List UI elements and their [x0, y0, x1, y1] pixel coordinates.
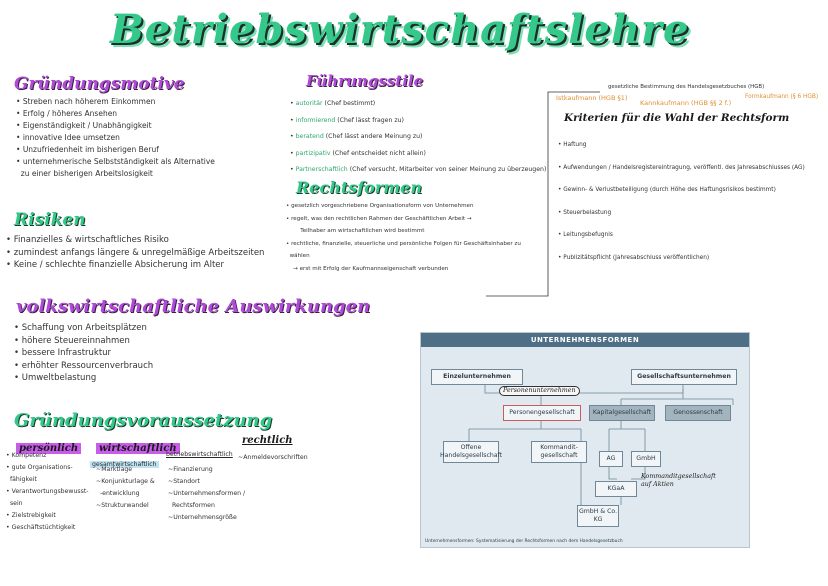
list-item: • Finanzielles & wirtschaftliches Risiko — [6, 235, 169, 245]
gesamtwirtschaftlich-list: ~Marktlage ~Konjunkturlage & -entwicklun… — [96, 464, 155, 512]
list-item: • innovative Idee umsetzen — [16, 133, 120, 142]
fuehrungsstile-list: • autoritär (Chef bestimmt) • informiere… — [290, 96, 546, 179]
risiken-list: • Finanzielles & wirtschaftliches Risiko… — [6, 234, 264, 272]
formkaufmann-label: Formkaufmann (§ 6 HGB) — [745, 94, 819, 100]
betriebswirtschaftlich-list: ~Finanzierung ~Standort ~Unternehmensfor… — [168, 464, 245, 524]
list-item: • Umweltbelastung — [14, 373, 97, 383]
list-item: → erst mit Erfolg der Kaufmannseigenscha… — [286, 265, 449, 272]
list-item: ~Anmeldevorschriften — [238, 454, 308, 461]
list-item: • erhöhter Ressourcenverbrauch — [14, 360, 154, 371]
list-item: Teilhaber am wirtschaftlichen wird besti… — [300, 228, 425, 234]
box-gmbh-co-kg: GmbH & Co. KG — [577, 505, 619, 527]
tag-betriebswirtschaftlich: betriebswirtschaftlich — [166, 451, 233, 458]
kannkaufmann-label: Kannkaufmann (HGB §§ 2 f.) — [640, 99, 732, 107]
list-item: • regelt, was den rechtlichen Rahmen der… — [286, 215, 472, 222]
personenunternehmen-note: Personenunternehmen — [499, 386, 580, 396]
list-item: • partizipativ (Chef entscheidet nicht a… — [290, 149, 426, 157]
kgaa-handwritten-note: Kommanditgesellschaft auf Aktien — [641, 473, 716, 488]
list-item: • Leitungsbefugnis — [558, 232, 613, 238]
gruendungsmotive-list: • Streben nach höherem Einkommen • Erfol… — [16, 96, 215, 180]
list-item: • Verantwortungsbewusst- — [6, 488, 89, 495]
box-kapitalgesellschaft: Kapitalgesellschaft — [589, 405, 655, 421]
list-item: ~Unternehmensgröße — [168, 514, 237, 521]
diagram-title: UNTERNEHMENSFORMEN — [421, 333, 749, 347]
box-gmbh: GmbH — [631, 451, 661, 467]
list-item: • rechtliche, finanzielle, steuerliche u… — [286, 240, 521, 247]
box-kg: Kommandit-gesellschaft — [531, 441, 587, 463]
label-wirtschaftlich: wirtschaftlich — [96, 436, 180, 455]
label-persoenlich: persönlich — [16, 436, 82, 455]
kriterien-list: • Haftung • Aufwendungen / Handelsregist… — [558, 134, 805, 269]
box-ohg: Offene Handelsgesellschaft — [440, 441, 502, 463]
box-ag: AG — [599, 451, 623, 467]
list-item: • Erfolg / höheres Ansehen — [16, 109, 118, 118]
heading-fuehrungsstile: Führungsstile — [306, 72, 424, 90]
list-item: • Geschäftstüchtigkeit — [6, 524, 76, 531]
heading-risiken: Risiken — [14, 210, 86, 230]
heading-auswirkungen: volkswirtschaftliche Auswirkungen — [16, 296, 371, 317]
list-item: • Haftung — [558, 142, 587, 148]
label-rechtlich: rechtlich — [242, 435, 293, 446]
list-item: • Partnerschaftlich (Chef versucht, Mita… — [290, 166, 547, 173]
hgb-note: gesetzliche Bestimmung des Handelsgesetz… — [608, 84, 765, 90]
list-item: wählen — [289, 253, 310, 259]
list-item: • gesetzlich vorgeschriebene Organisatio… — [286, 203, 474, 209]
heading-rechtsformen: Rechtsformen — [296, 178, 422, 197]
list-item: • Gewinn- & Verlustbeteiligung (durch Hö… — [558, 187, 776, 193]
box-einzelunternehmen: Einzelunternehmen — [431, 369, 523, 385]
list-item: sein — [9, 500, 23, 507]
list-item: • Schaffung von Arbeitsplätzen — [14, 323, 147, 333]
list-item: zu einer bisherigen Arbeitslosigkeit — [20, 169, 153, 178]
tag-gesamtwirtschaftlich: gesamtwirtschaftlich — [90, 461, 159, 468]
list-item: ~Standort — [168, 478, 200, 485]
list-item: • Publizitätspflicht (Jahresabschluss ve… — [558, 254, 710, 261]
list-item: ~Strukturwandel — [96, 502, 149, 509]
list-item: • Zielstrebigkeit — [6, 512, 56, 519]
list-item: • Kompetenz — [6, 452, 47, 459]
list-item: • zumindest anfangs längere & unregelmäß… — [6, 247, 265, 258]
auswirkungen-list: • Schaffung von Arbeitsplätzen • höhere … — [14, 322, 153, 385]
list-item: • informierend (Chef lässt fragen zu) — [290, 116, 404, 124]
list-item: ~Unternehmensformen / — [168, 490, 246, 497]
list-item: • beratend (Chef lässt andere Meinung zu… — [290, 133, 423, 140]
page-title: Betriebswirtschaftslehre — [110, 6, 690, 53]
list-item: • bessere Infrastruktur — [14, 348, 112, 358]
list-item: ~Finanzierung — [168, 466, 213, 473]
diagram-caption: Unternehmensformen: Systematisierung der… — [425, 539, 623, 544]
list-item: • Eigenständigkeit / Unabhängigkeit — [16, 121, 152, 130]
istkaufmann-label: Istkaufmann (HGB §1) — [556, 94, 628, 102]
heading-gruendungsmotive: Gründungsmotive — [14, 74, 185, 94]
list-item: • Aufwendungen / Handelsregistereintragu… — [558, 164, 805, 171]
box-genossenschaft: Genossenschaft — [665, 405, 731, 421]
list-item: • autoritär (Chef bestimmt) — [290, 100, 376, 107]
list-item: • unternehmerische Selbstständigkeit als… — [16, 157, 215, 166]
list-item: ~Marktlage — [96, 466, 133, 473]
list-item: • Streben nach höherem Einkommen — [16, 97, 156, 106]
list-item: Rechtsformen — [171, 502, 215, 509]
box-kgaa: KGaA — [595, 481, 637, 497]
list-item: -entwicklung — [99, 490, 140, 497]
rechtsformen-list: • gesetzlich vorgeschriebene Organisatio… — [286, 200, 521, 275]
list-item: • Unzufriedenheit im bisherigen Beruf — [16, 145, 159, 154]
heading-voraussetzung: Gründungsvoraussetzung — [14, 410, 273, 431]
box-gesellschaftsunternehmen: Gesellschaftsunternehmen — [631, 369, 737, 385]
list-item: fähigkeit — [9, 476, 37, 483]
rechtlich-list: ~Anmeldevorschriften — [238, 452, 308, 464]
list-item: • Keine / schlechte finanzielle Absicher… — [6, 260, 225, 270]
unternehmensformen-diagram: UNTERNEHMENSFORMEN Einzelunternehmen Ges… — [420, 332, 750, 548]
heading-kriterien: Kriterien für die Wahl der Rechtsform — [564, 112, 790, 124]
list-item: • gute Organisations- — [6, 464, 73, 471]
persoenlich-list: • Kompetenz • gute Organisations- fähigk… — [6, 450, 89, 534]
list-item: ~Konjunkturlage & — [96, 478, 155, 485]
list-item: • höhere Steuereinnahmen — [14, 335, 130, 346]
box-personengesellschaft: Personengesellschaft — [503, 405, 581, 421]
list-item: • Steuerbelastung — [558, 209, 612, 216]
